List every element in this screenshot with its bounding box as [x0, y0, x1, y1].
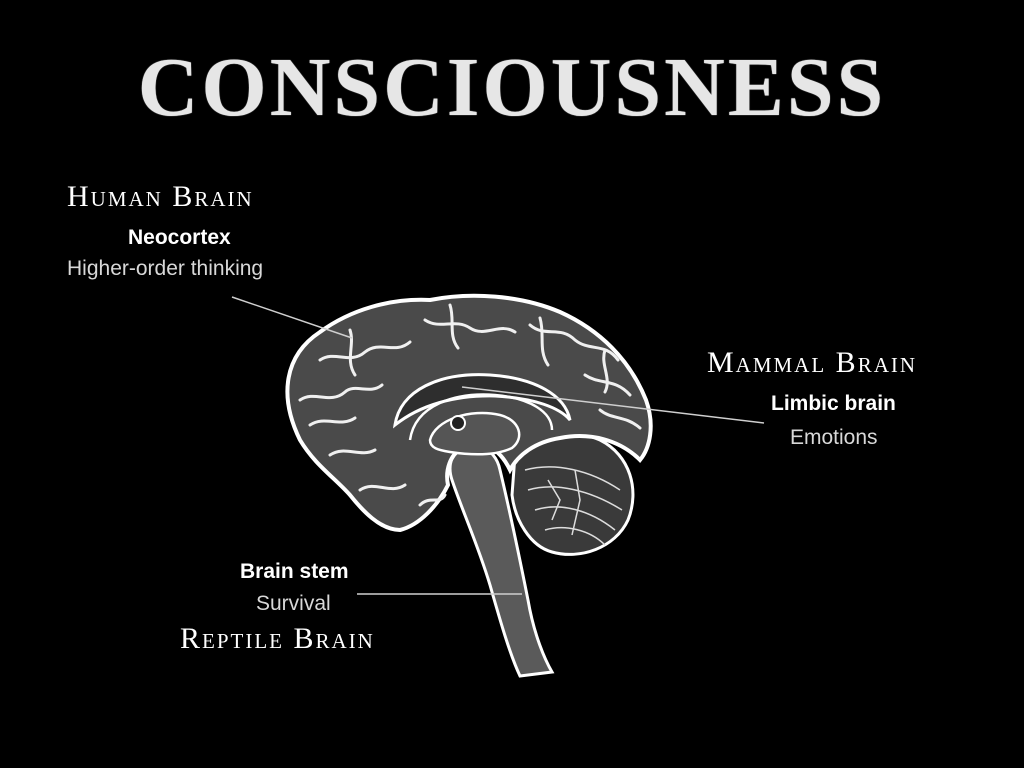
cortex-folds — [298, 303, 642, 507]
human-brain-title: Human Brain — [67, 180, 254, 213]
human-leader-line — [231, 296, 353, 339]
limbic-loop — [408, 393, 554, 441]
higher-order-thinking-label: Higher-order thinking — [67, 257, 264, 280]
slide-title: CONSCIOUSNESS — [137, 41, 887, 134]
brain-stem — [448, 443, 555, 678]
corpus-callosum — [392, 373, 572, 429]
reptile-brain-title: Reptile Brain — [180, 622, 375, 655]
brain-stem-label: Brain stem — [240, 560, 349, 583]
emotions-label: Emotions — [790, 426, 878, 449]
cerebellum-folds — [524, 466, 623, 546]
limbic-brain-label: Limbic brain — [771, 392, 896, 415]
pineal-detail — [450, 415, 466, 431]
mammal-brain-title: Mammal Brain — [707, 346, 918, 379]
neocortex-label: Neocortex — [128, 226, 231, 249]
mammal-leader-line — [461, 386, 765, 424]
survival-label: Survival — [256, 592, 331, 615]
